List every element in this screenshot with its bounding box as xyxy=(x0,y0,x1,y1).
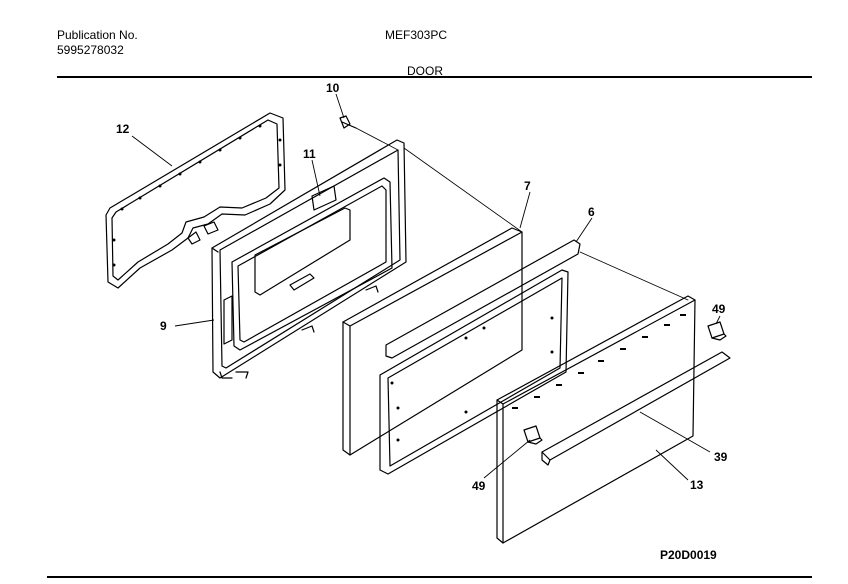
leader-lines xyxy=(131,93,721,481)
section-title: DOOR xyxy=(407,64,443,78)
outer-door-panel-part xyxy=(496,295,696,544)
fastener-holes xyxy=(112,124,686,442)
door-panel-part xyxy=(379,239,581,475)
callout-6: 6 xyxy=(588,205,595,219)
callout-49-lower: 49 xyxy=(472,479,486,493)
handle-cap-part-upper xyxy=(707,321,727,341)
figure-code: P20D0019 xyxy=(660,548,717,562)
screw-part xyxy=(339,115,357,129)
publication-label: Publication No. xyxy=(57,28,138,42)
callout-11: 11 xyxy=(303,147,316,161)
callout-7: 7 xyxy=(524,179,531,193)
door-handle-part xyxy=(541,351,731,466)
callout-13: 13 xyxy=(690,478,704,492)
insulation-part xyxy=(342,227,523,456)
publication-number: 5995278032 xyxy=(57,43,124,57)
callout-39: 39 xyxy=(714,450,728,464)
inner-door-liner-part xyxy=(211,139,407,379)
callout-10: 10 xyxy=(326,81,340,95)
handle-cap-part-lower xyxy=(523,425,543,445)
door-gasket-part xyxy=(105,112,286,289)
model-number: MEF303PC xyxy=(385,28,448,42)
callout-49-upper: 49 xyxy=(712,302,726,316)
footer-rule xyxy=(47,576,812,578)
assembly-lines xyxy=(355,127,689,301)
callout-9: 9 xyxy=(160,319,167,333)
header-rule xyxy=(57,76,812,78)
callout-12: 12 xyxy=(116,122,130,136)
